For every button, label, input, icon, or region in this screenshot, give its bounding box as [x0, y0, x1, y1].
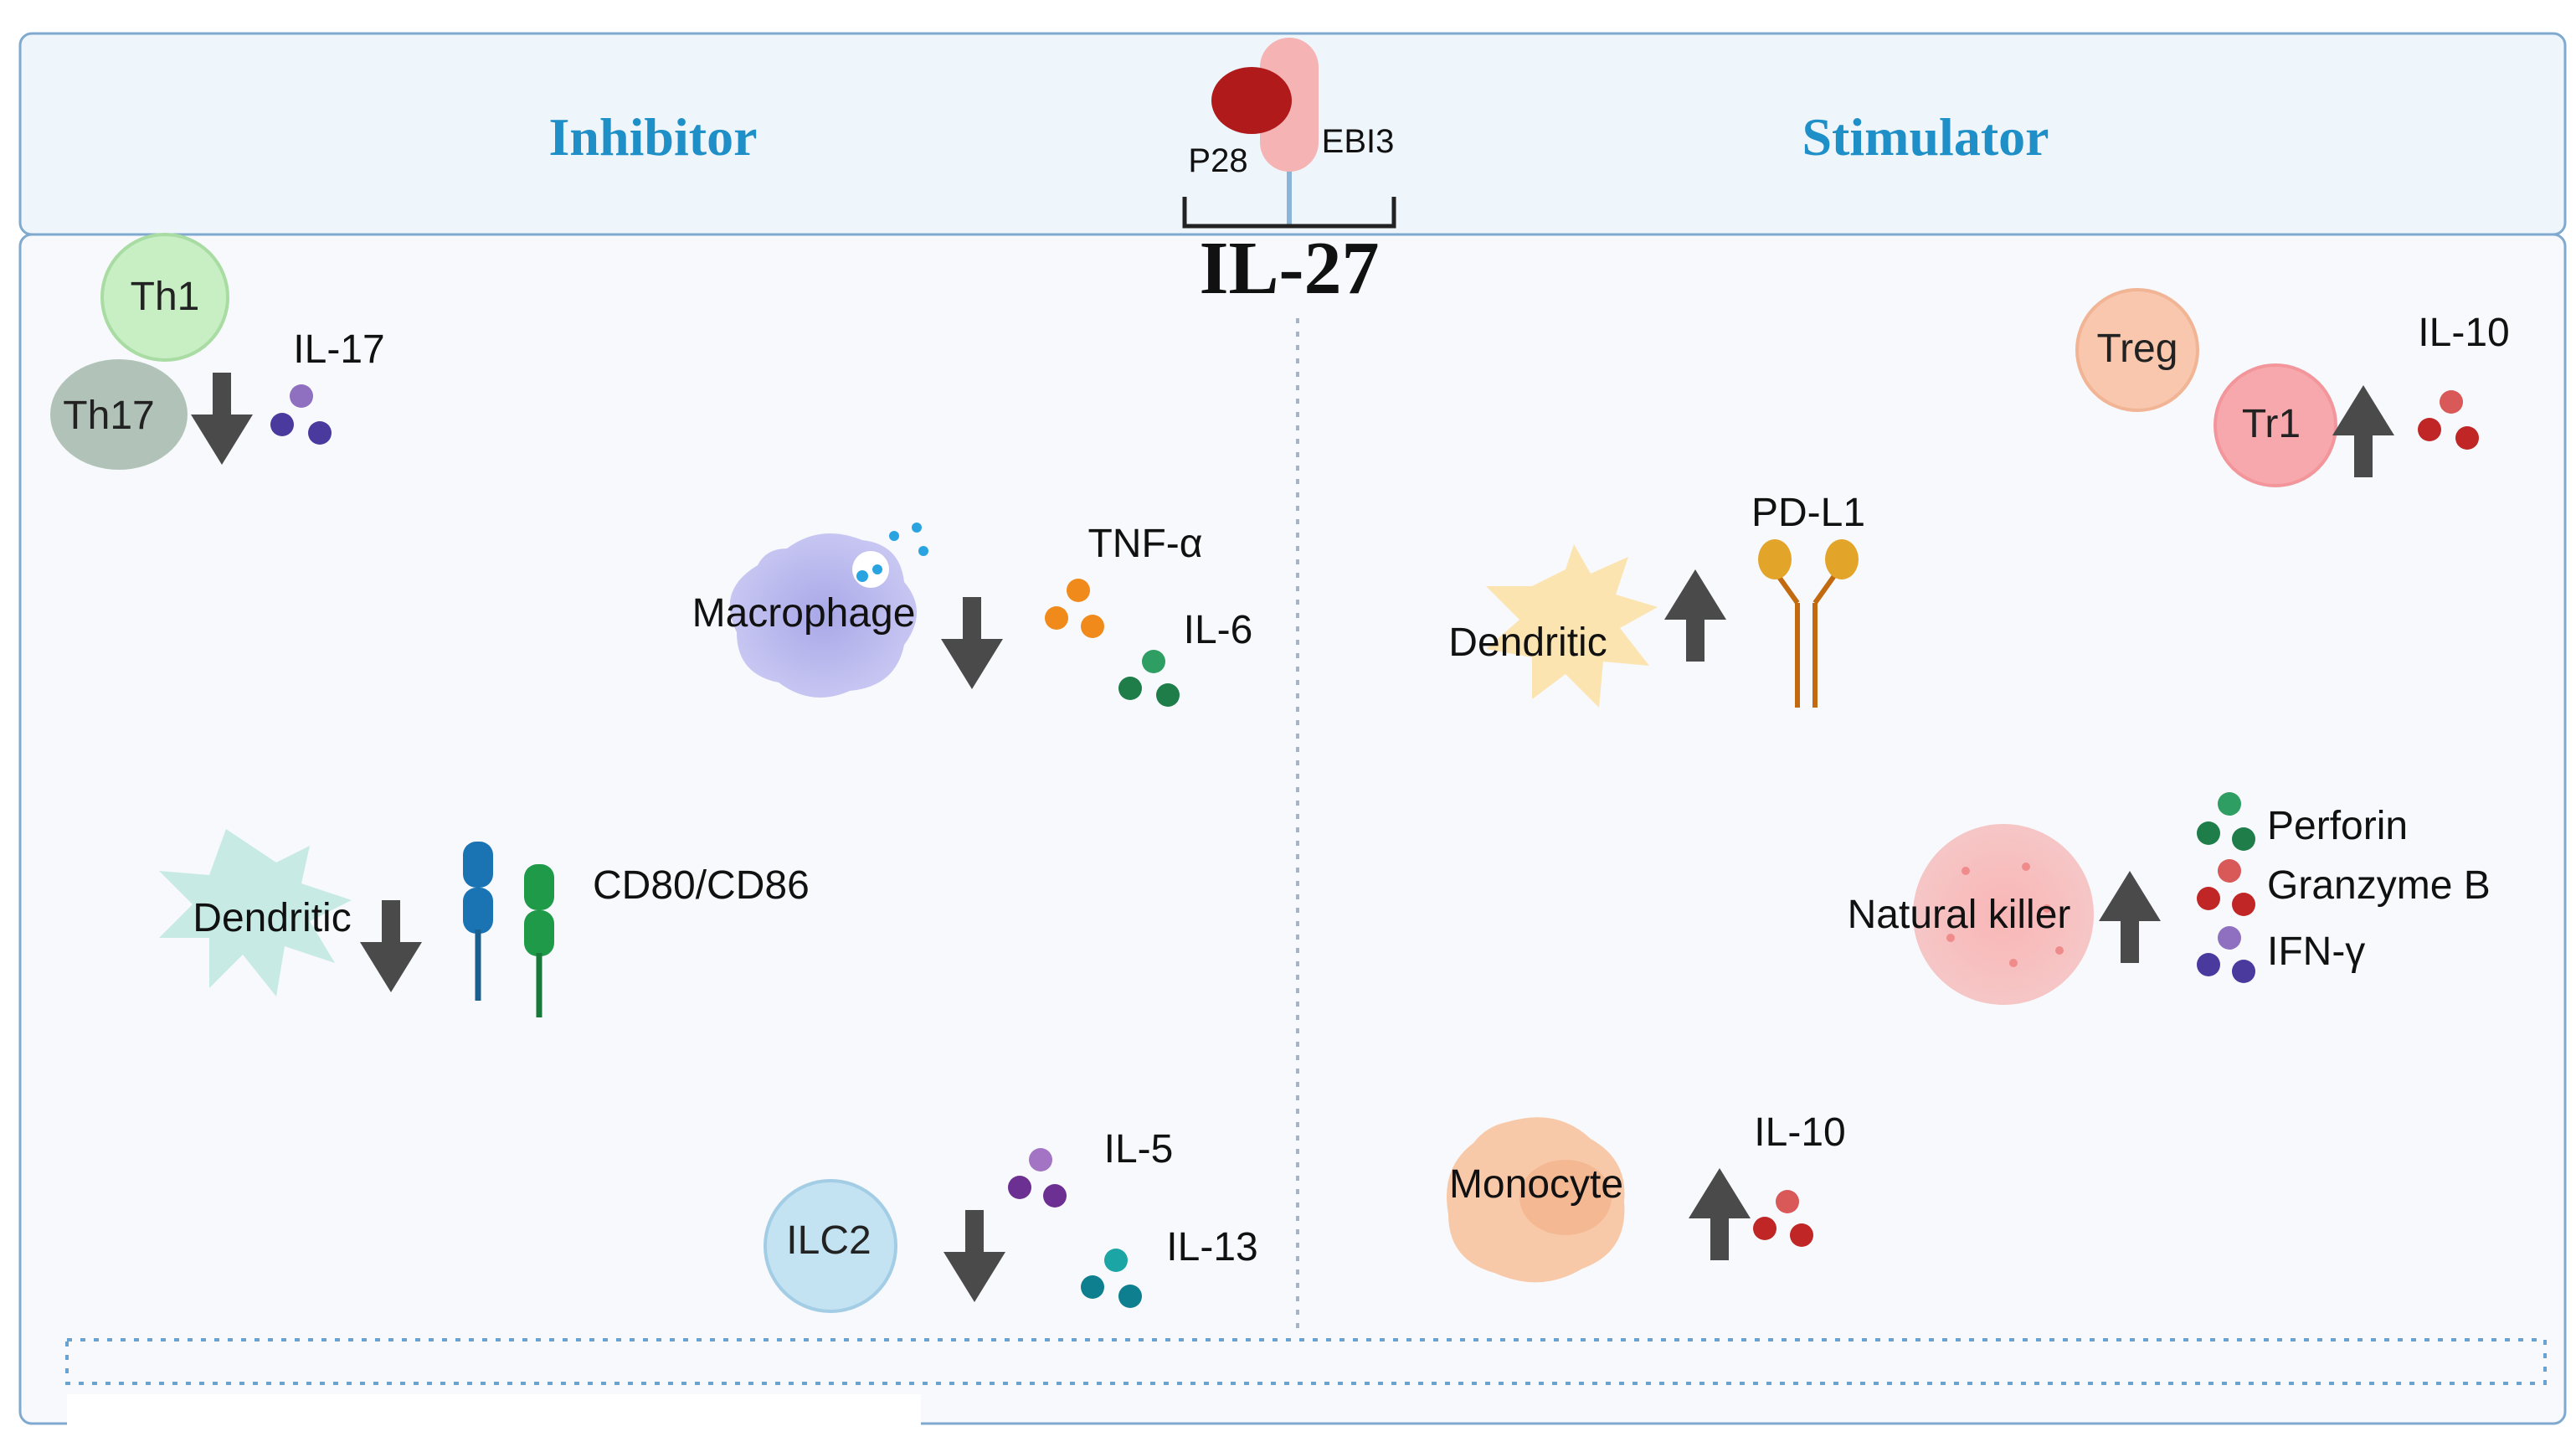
ilc2-cell: [764, 1179, 897, 1313]
stimulator-heading: Stimulator: [1802, 107, 2049, 167]
secreted-dots: [856, 523, 928, 582]
pdl1-receptor: [1758, 539, 1859, 708]
il5-molecules: [1008, 1148, 1067, 1208]
nk-up-arrow: [2099, 871, 2161, 963]
monocyte-label: Monocyte: [1449, 1162, 1623, 1207]
nk-granules: [1946, 863, 2064, 967]
ebi3-label: EBI3: [1322, 123, 1395, 160]
bottom-white-strip: [67, 1394, 921, 1447]
il10-molecules-top: [2418, 390, 2479, 450]
il27-title: IL-27: [1199, 227, 1379, 310]
granzyme-molecules: [2197, 859, 2255, 916]
dendritic-cell-stimulator: [1486, 544, 1658, 708]
pdl1-label: PD-L1: [1751, 491, 1865, 535]
th17-cell: [50, 359, 188, 470]
dendritic-inhibitor-label: Dendritic: [193, 896, 351, 940]
macrophage-label: Macrophage: [692, 591, 916, 636]
il17-molecules: [270, 384, 332, 445]
natural-killer-label: Natural killer: [1848, 893, 2071, 937]
macrophage-down-arrow: [941, 597, 1003, 689]
tr1-up-arrow: [2332, 385, 2394, 477]
th17-label: Th17: [63, 394, 154, 438]
ilc2-label: ILC2: [786, 1218, 871, 1263]
tnf-label: TNF-α: [1087, 522, 1202, 566]
il10-molecules-bottom: [1753, 1190, 1813, 1247]
cd80-cd86-label: CD80/CD86: [593, 863, 810, 908]
inhibitor-heading: Inhibitor: [549, 107, 758, 167]
il17-label: IL-17: [293, 327, 384, 372]
macrophage-vesicle: [852, 551, 889, 588]
dendritic-cell-inhibitor: [159, 829, 352, 996]
il10-top-label: IL-10: [2418, 311, 2509, 355]
tr1-cell: [2214, 363, 2337, 487]
th1-cell: [100, 233, 229, 362]
dendritic-stimulator-label: Dendritic: [1448, 621, 1607, 665]
cd86-receptor: [524, 864, 554, 1017]
treg-cell: [2075, 288, 2199, 412]
tnf-molecules: [1045, 579, 1104, 638]
dendritic-up-arrow: [1664, 569, 1726, 662]
treg-label: Treg: [2097, 327, 2178, 371]
il27-bracket: [1182, 197, 1396, 229]
natural-killer-cell: [1913, 824, 2094, 1005]
p28-subunit: [1211, 67, 1292, 134]
perforin-molecules: [2197, 792, 2255, 851]
p28-label: P28: [1188, 142, 1247, 179]
granzyme-label: Granzyme B: [2267, 863, 2491, 908]
ilc2-down-arrow: [944, 1210, 1005, 1302]
il6-label: IL-6: [1184, 608, 1253, 652]
monocyte-nucleus: [1519, 1160, 1612, 1235]
monocyte-up-arrow: [1689, 1168, 1751, 1260]
perforin-label: Perforin: [2267, 804, 2408, 848]
il5-label: IL-5: [1104, 1127, 1174, 1172]
il27-receptor: [1182, 38, 1396, 229]
il13-molecules: [1081, 1249, 1142, 1308]
th1-label: Th1: [131, 275, 200, 319]
cd80-receptor: [463, 842, 493, 1001]
ifn-label: IFN-γ: [2267, 929, 2365, 974]
ifn-molecules: [2197, 926, 2255, 983]
il6-molecules: [1118, 650, 1180, 707]
il10-bottom-label: IL-10: [1754, 1110, 1845, 1155]
dendritic-down-arrow: [360, 900, 422, 992]
il13-label: IL-13: [1166, 1225, 1257, 1269]
th17-down-arrow: [191, 373, 253, 465]
main-panel: [18, 233, 2567, 1425]
tr1-label: Tr1: [2242, 402, 2301, 446]
